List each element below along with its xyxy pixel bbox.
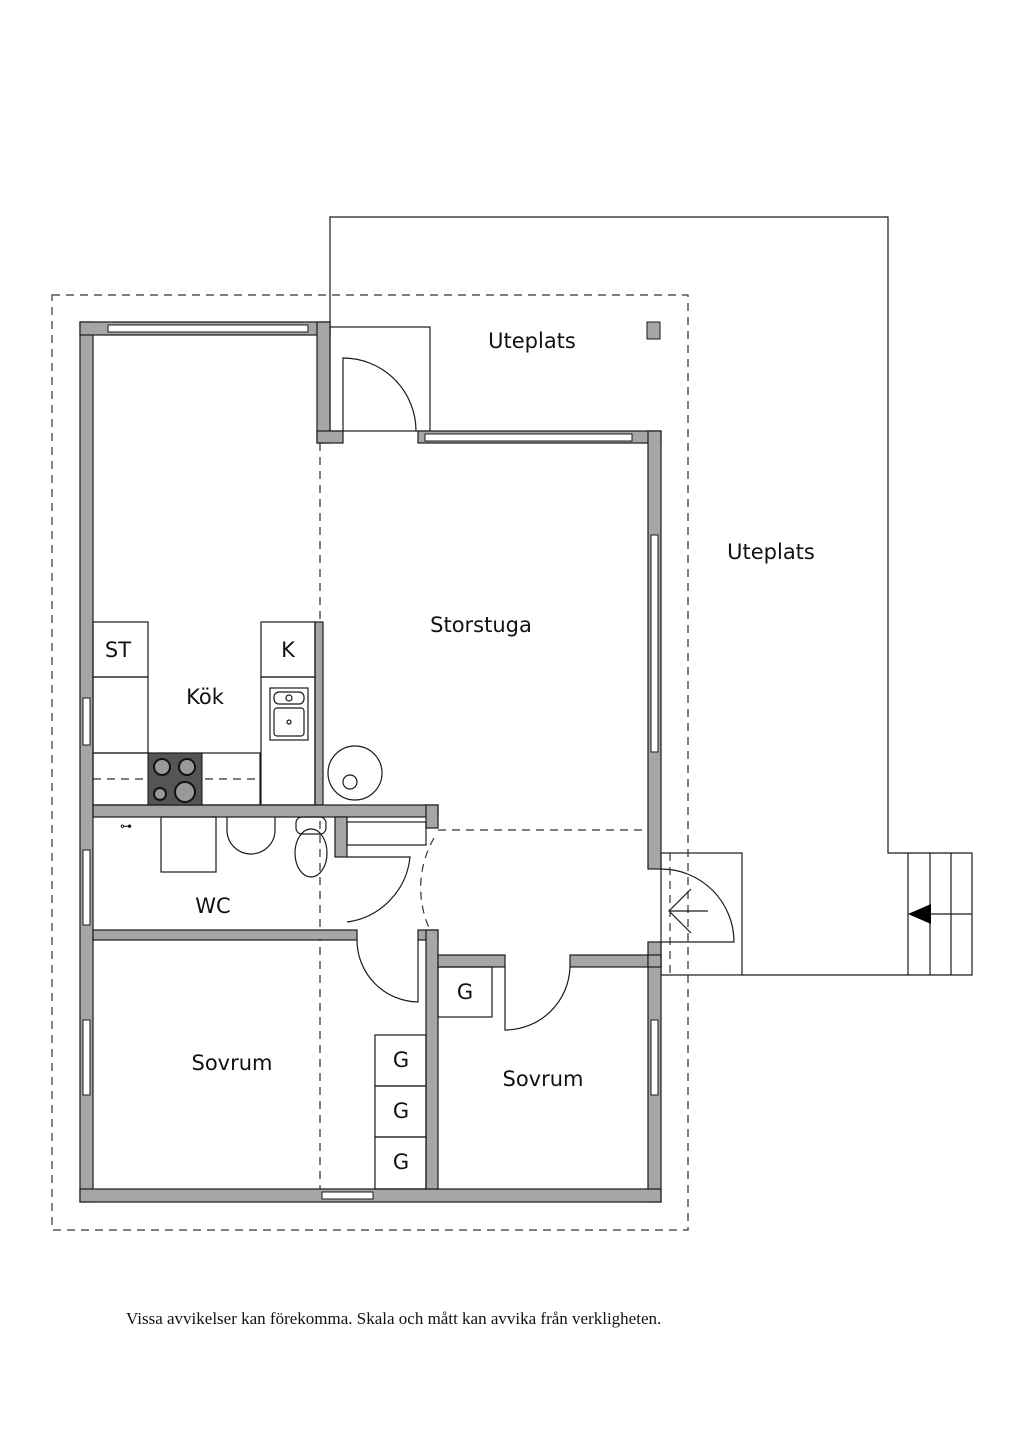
hall-closet	[346, 821, 427, 846]
entrance-arrow-icon	[668, 888, 708, 934]
room-label-sovrum: Sovrum	[502, 1067, 583, 1091]
room-label-sovrum: Sovrum	[191, 1051, 272, 1075]
room-label-storstuga: Storstuga	[430, 613, 532, 637]
room-label-wc: WC	[195, 894, 230, 918]
terrace-outline	[329, 216, 973, 976]
stairs-arrow-icon	[908, 904, 931, 924]
stove-fireplace-icon	[327, 745, 383, 801]
wardrobe	[437, 966, 493, 1018]
bedroom-left-door	[356, 939, 419, 1003]
entrance-door	[660, 868, 735, 943]
stove-icon	[147, 752, 203, 806]
disclaimer-text: Vissa avvikelser kan förekomma. Skala oc…	[126, 1309, 662, 1328]
label-st: ST	[105, 638, 131, 662]
tap-icon: ⊶	[120, 819, 132, 833]
roof-outline	[51, 294, 689, 1231]
stairs	[907, 853, 972, 975]
label-g: G	[393, 1099, 409, 1123]
room-label-uteplats: Uteplats	[727, 540, 815, 564]
kitchen-fixtures	[92, 621, 383, 806]
wc-fixtures: ⊶	[120, 816, 328, 878]
washbasin-icon	[226, 817, 276, 855]
room-label-uteplats: Uteplats	[488, 329, 576, 353]
wc-door	[346, 856, 411, 923]
label-k: K	[281, 638, 296, 662]
windows	[82, 324, 659, 1200]
sink-icon	[269, 687, 309, 741]
wardrobe	[374, 1136, 427, 1190]
label-g: G	[393, 1048, 409, 1072]
terrace-door	[342, 357, 417, 432]
room-label-kok: Kök	[186, 685, 225, 709]
entrance-stoop	[660, 852, 743, 976]
label-g: G	[457, 980, 473, 1004]
toilet-icon	[294, 828, 328, 878]
bedroom-right-door	[504, 966, 571, 1031]
label-g: G	[393, 1150, 409, 1174]
terrace-post	[646, 321, 661, 340]
